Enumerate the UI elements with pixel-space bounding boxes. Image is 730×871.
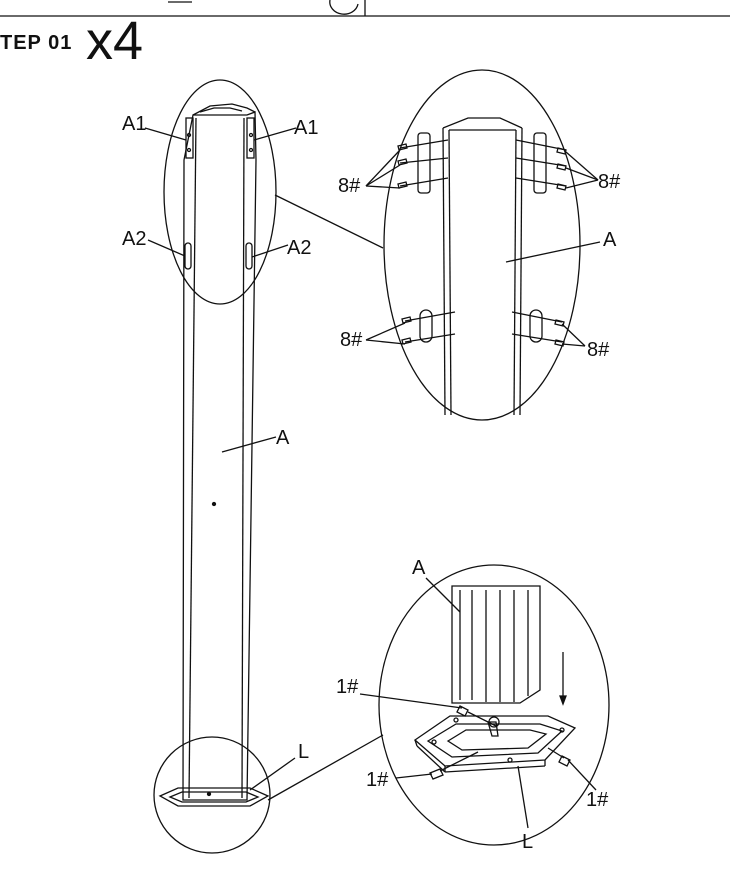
mid-bracket-left: [184, 242, 192, 270]
label-1-right: 1#: [586, 789, 609, 811]
bolt-left: [429, 751, 479, 780]
label-8-lower-left: 8#: [340, 329, 363, 351]
bolt-back: [456, 705, 497, 727]
zoom-connector-base: [267, 734, 384, 801]
bolt-right: [547, 747, 571, 767]
leaders-base-zoom: [359, 577, 597, 829]
screw-set-upper-right: [515, 139, 567, 191]
screw-set-lower-left: [401, 311, 456, 345]
leaders-top-zoom: [365, 149, 601, 347]
header-frame: [0, 0, 730, 17]
leaders-main-post: [144, 127, 297, 453]
label-a-main: A: [276, 427, 290, 449]
zoom-bracket-left: [417, 132, 431, 194]
step-number: TEP 01: [0, 32, 73, 54]
top-bracket-left: [185, 117, 194, 159]
label-l-small: L: [298, 741, 309, 763]
screw-set-lower-right: [511, 311, 565, 347]
label-a1-right: A1: [294, 117, 318, 139]
zoom-connector-top: [274, 194, 384, 249]
quantity-label: x4: [86, 11, 144, 71]
label-8-upper-left: 8#: [338, 175, 361, 197]
zoom-post: [442, 117, 523, 416]
label-1-left: 1#: [366, 769, 389, 791]
zoom-post-bottom: [451, 585, 541, 704]
main-post: [182, 103, 257, 801]
label-l-zoom: L: [522, 831, 533, 853]
label-a-zoom: A: [603, 229, 617, 251]
mid-bracket-right: [245, 242, 253, 270]
down-arrow: [559, 652, 567, 706]
base-zoom-circle: [378, 564, 610, 846]
leader-base-small: [249, 757, 296, 791]
zoom-lower-bracket-right: [529, 309, 543, 343]
label-8-lower-right: 8#: [587, 339, 610, 361]
label-a1-left: A1: [122, 113, 146, 135]
label-a2-right: A2: [287, 237, 311, 259]
top-zoom-circle: [383, 69, 581, 421]
label-a-base: A: [412, 557, 426, 579]
screw-set-upper-left: [397, 139, 449, 189]
base-detail-circle: [153, 736, 271, 854]
base-plate-zoom: [413, 715, 577, 773]
top-bracket-right: [246, 117, 255, 159]
label-8-upper-right: 8#: [598, 171, 621, 193]
top-detail-circle: [163, 79, 277, 305]
base-plate-small: [158, 787, 270, 807]
label-a2-left: A2: [122, 228, 146, 250]
zoom-lower-bracket-left: [419, 309, 433, 343]
label-1-back: 1#: [336, 676, 359, 698]
